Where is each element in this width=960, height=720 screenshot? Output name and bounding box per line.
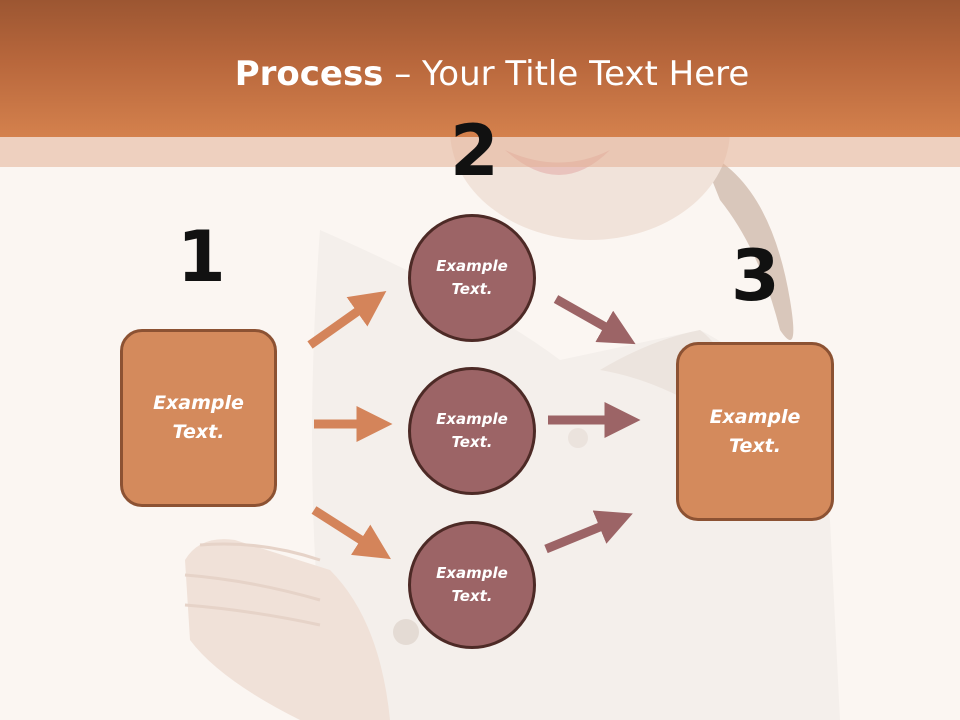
arrow-1-to-2c bbox=[311, 506, 391, 560]
step-2-circle-2-text: Example Text. bbox=[436, 410, 508, 451]
slide-title: Process – Your Title Text Here bbox=[0, 52, 960, 96]
title-banner-strip bbox=[0, 137, 960, 167]
step-2-circle-2[interactable]: Example Text. bbox=[408, 367, 536, 495]
step-2-circle-1-text: Example Text. bbox=[436, 257, 508, 298]
title-banner bbox=[0, 0, 960, 137]
step-2-circle-1[interactable]: Example Text. bbox=[408, 214, 536, 342]
step-2-circle-3[interactable]: Example Text. bbox=[408, 521, 536, 649]
step-3-text: Example Text. bbox=[709, 405, 801, 457]
arrow-2a-to-3 bbox=[553, 295, 636, 345]
title-bold-text: Process bbox=[234, 54, 384, 94]
arrow-2c-to-3 bbox=[544, 510, 633, 554]
step-3-box[interactable]: Example Text. bbox=[676, 342, 834, 521]
arrow-1-to-2a bbox=[307, 291, 387, 349]
step-number-1: 1 bbox=[177, 216, 226, 298]
step-2-circle-3-text: Example Text. bbox=[436, 564, 508, 605]
step-1-text: Example Text. bbox=[153, 392, 244, 443]
step-number-2: 2 bbox=[450, 110, 499, 192]
step-number-3: 3 bbox=[731, 235, 780, 317]
title-rest-text: – Your Title Text Here bbox=[383, 54, 750, 94]
step-1-box[interactable]: Example Text. bbox=[120, 329, 277, 507]
